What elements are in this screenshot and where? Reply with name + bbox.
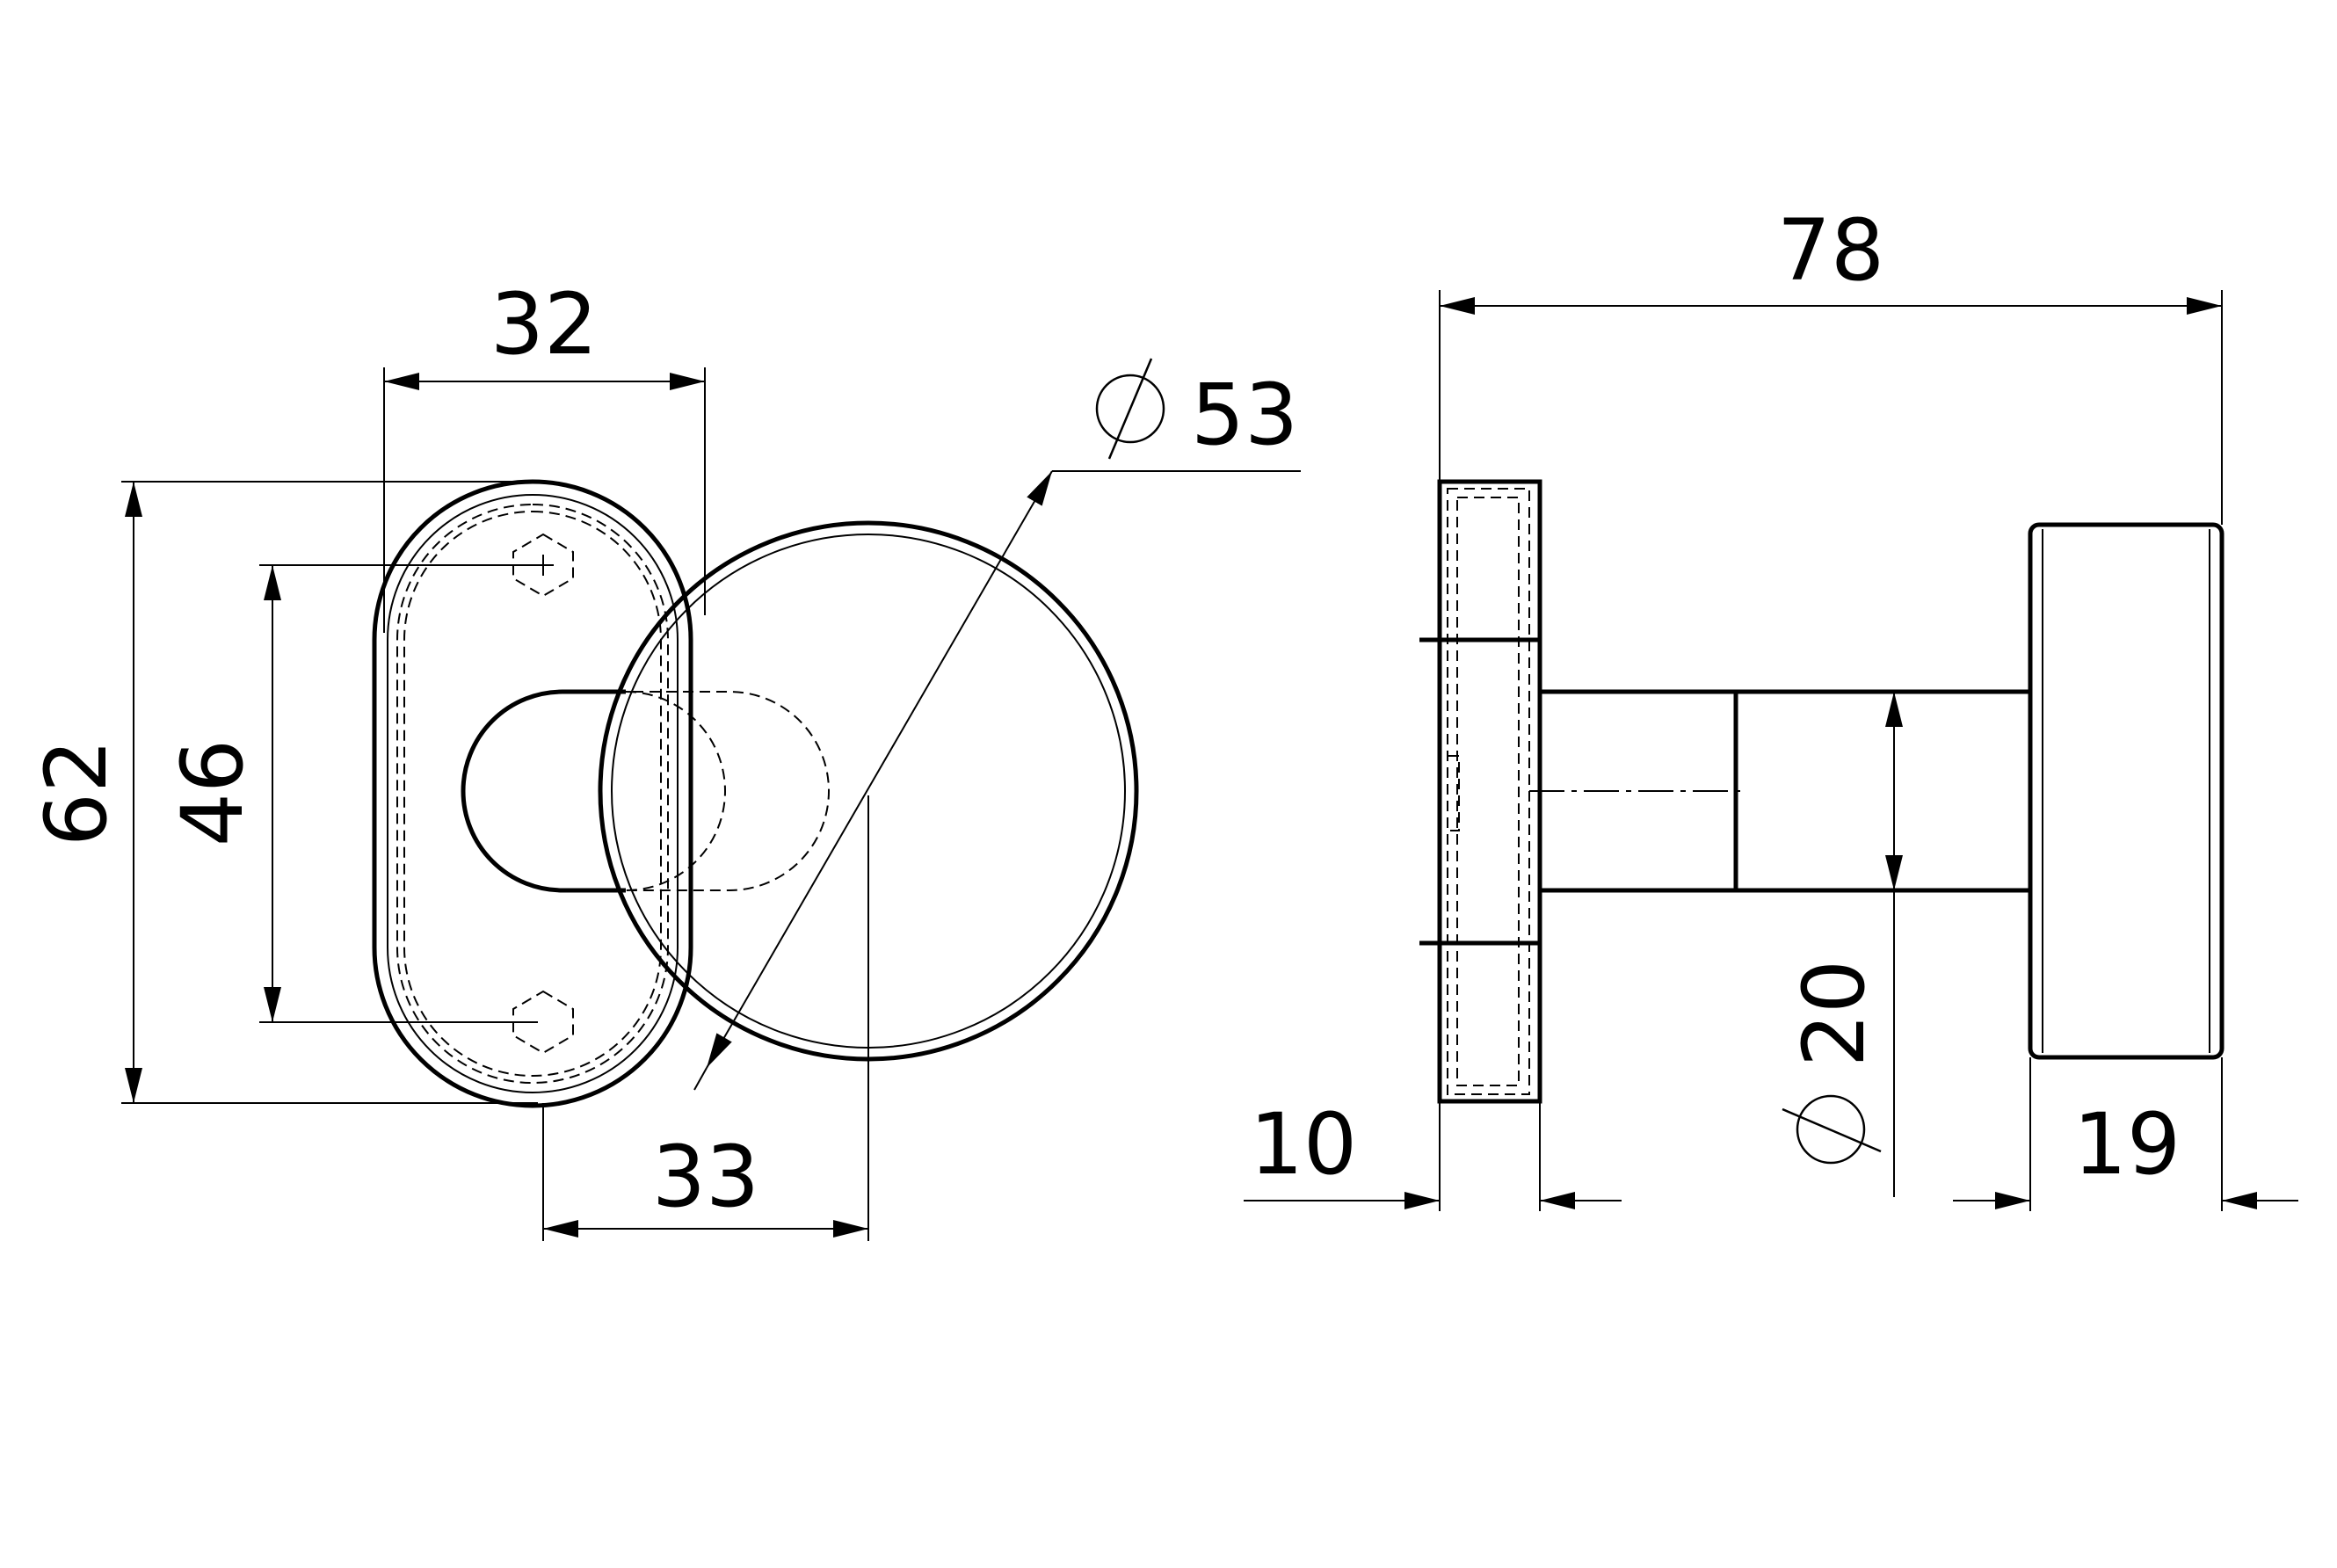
dimension-knob-diameter: 53 [693, 358, 1301, 1091]
dimension-screw-spacing: 46 [163, 564, 538, 1023]
diameter-symbol [1095, 374, 1165, 444]
side-view: 78 10 19 20 [1244, 201, 2298, 1211]
rosette-plate-side [1419, 479, 1542, 1104]
spindle-side [1529, 689, 2030, 893]
dimension-rosette-width: 32 [383, 275, 706, 633]
overall-length-label: 78 [1777, 201, 1884, 300]
rosette-thickness-label: 10 [1250, 1095, 1357, 1194]
spindle-diameter-label: 20 [1785, 960, 1883, 1067]
knob-thickness-label: 19 [2073, 1095, 2181, 1194]
dimension-knob-thickness: 19 [1953, 1057, 2298, 1211]
screw-hole-bottom [512, 990, 574, 1055]
front-view: 32 62 46 33 53 [27, 275, 1301, 1241]
dimension-rosette-thickness: 10 [1244, 1095, 1622, 1211]
knob-side [2028, 522, 2225, 1060]
dimension-rosette-height: 62 [27, 481, 538, 1104]
rosette-width-label: 32 [490, 275, 598, 374]
rosette-height-label: 62 [27, 739, 126, 846]
dimension-knob-offset: 33 [542, 1103, 868, 1241]
rosette-outline [372, 479, 693, 1108]
screw-spacing-label: 46 [163, 739, 262, 846]
diameter-symbol [1796, 1094, 1866, 1165]
cylinder-slot [461, 689, 830, 893]
dimension-overall-length: 78 [1439, 201, 2223, 525]
knob-offset-label: 33 [652, 1128, 759, 1226]
dimension-spindle-diameter: 20 [1782, 692, 1903, 1197]
knob-diameter-label: 53 [1191, 366, 1298, 464]
